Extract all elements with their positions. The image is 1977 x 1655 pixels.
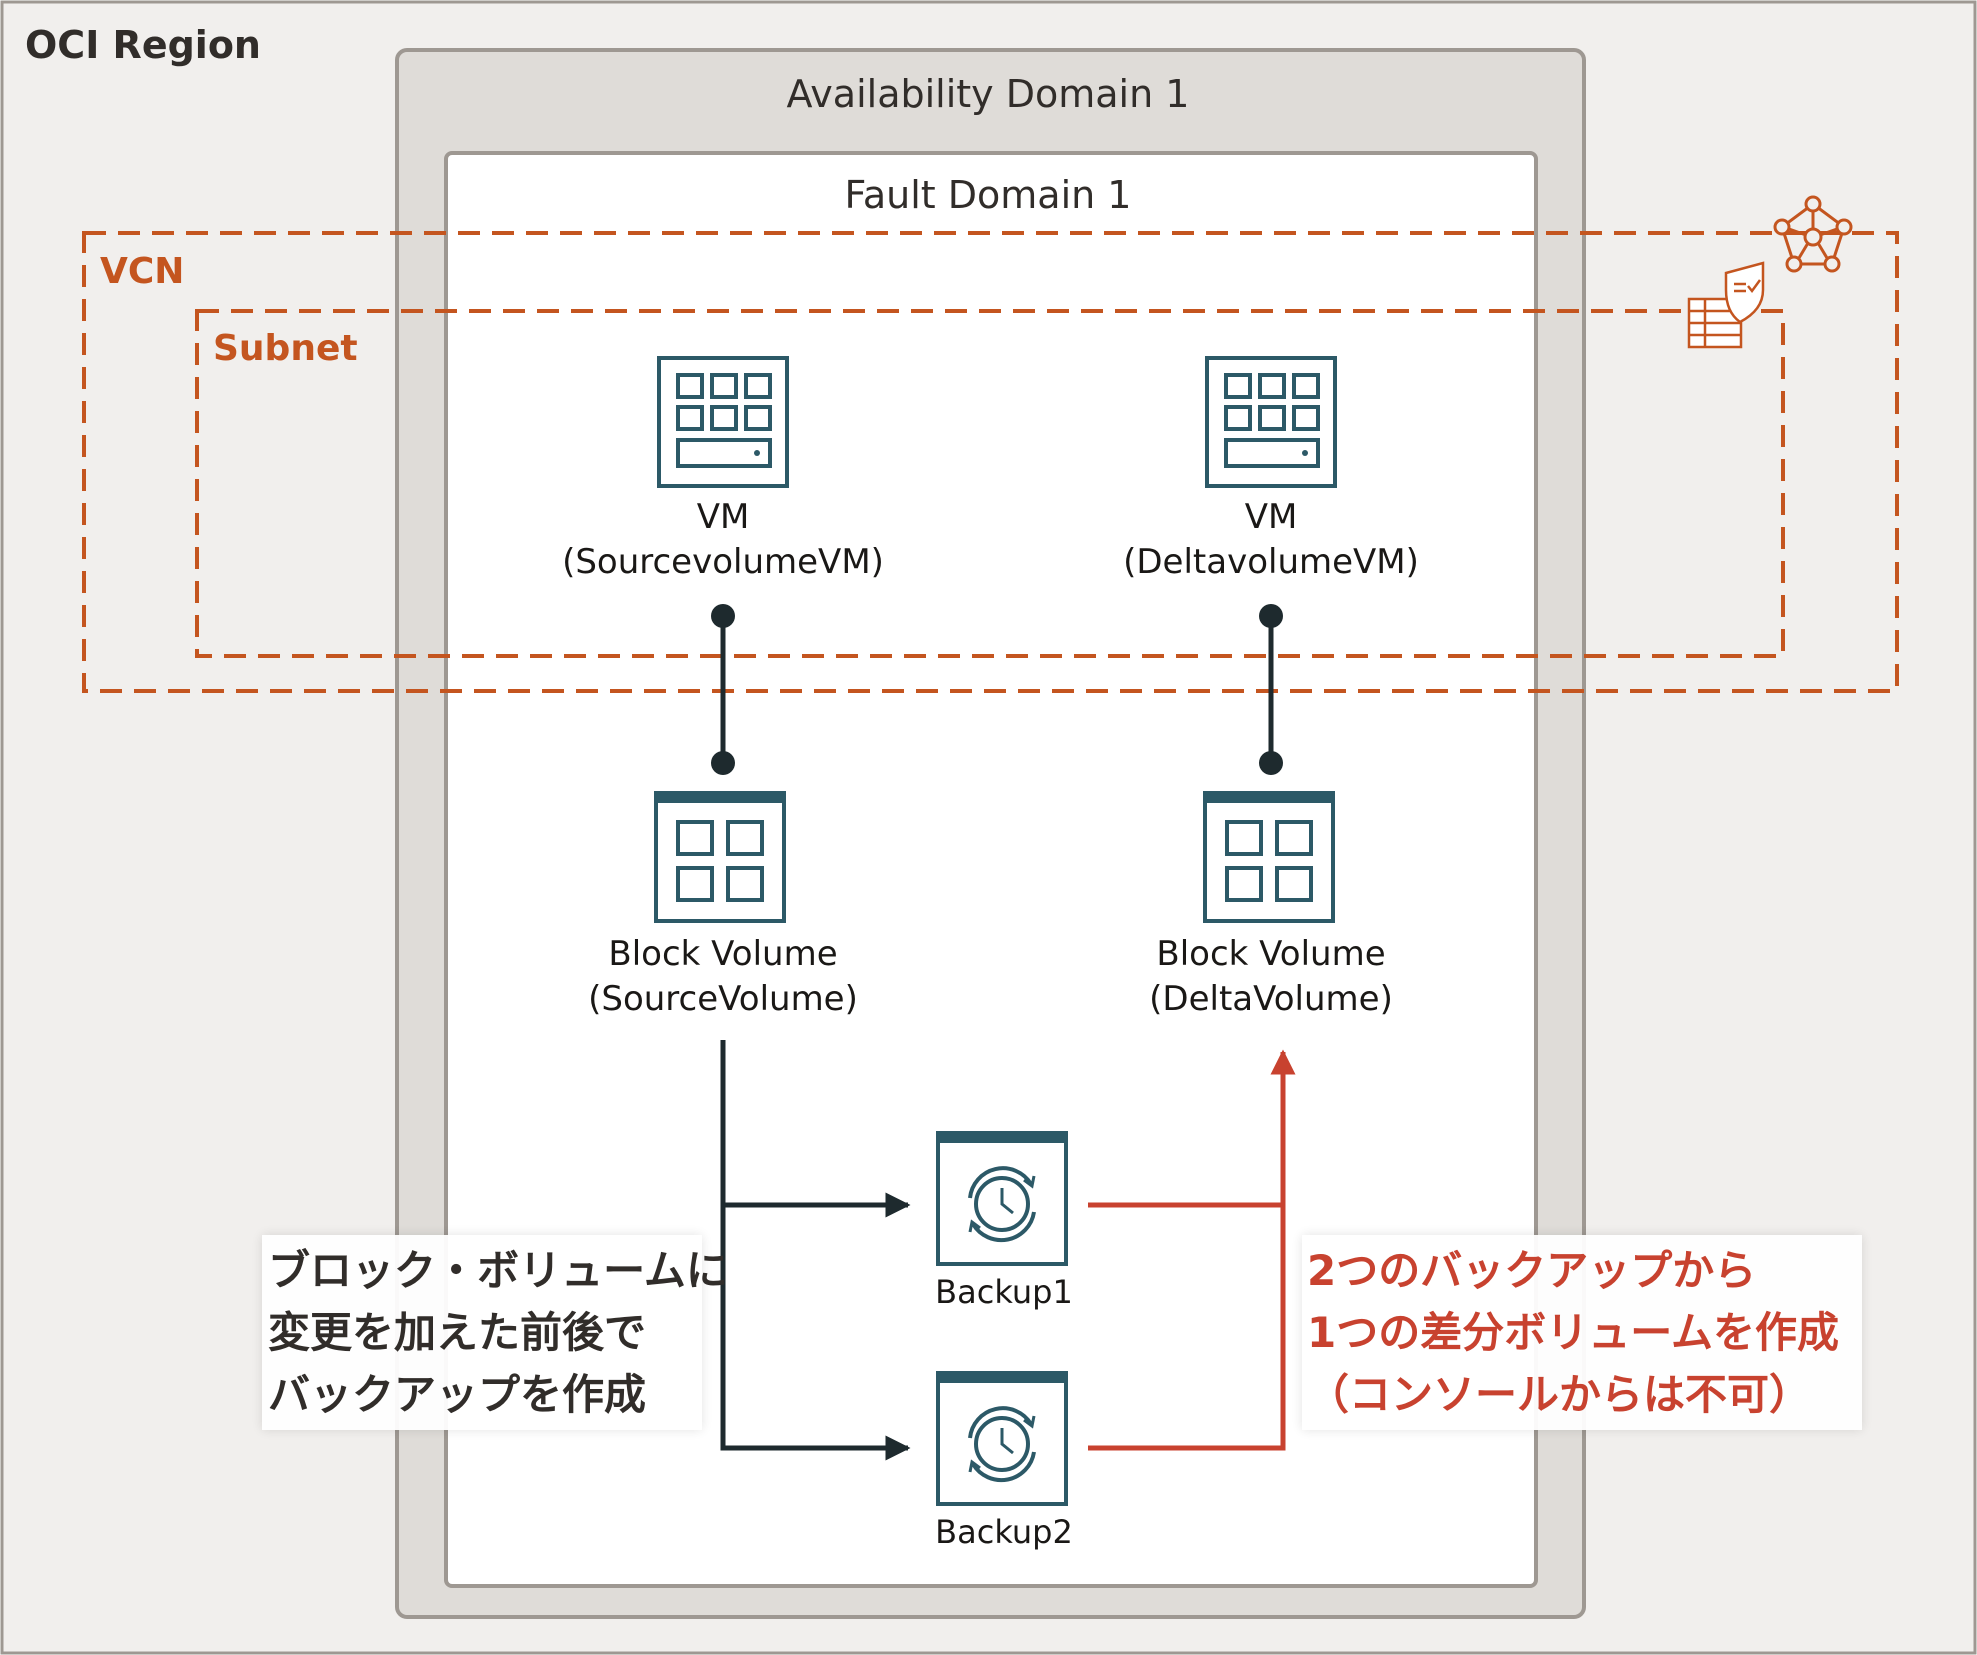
backup-icon (936, 1371, 1068, 1506)
backup1-label: Backup1 (935, 1273, 1073, 1311)
vcn-icon (1773, 195, 1853, 273)
source-vm: VM (SourcevolumeVM) (562, 356, 884, 582)
vcn-box: VCN (82, 195, 1899, 693)
delta-attachment-connector (1259, 604, 1283, 775)
subnet-label: Subnet (213, 328, 358, 369)
delta-vm-label-line1: VM (1245, 497, 1298, 537)
delta-vm-label-line2: (DeltavolumeVM) (1123, 542, 1419, 582)
vm-icon (657, 356, 789, 488)
source-vm-label-line2: (SourcevolumeVM) (562, 542, 884, 582)
note-right-line2: 1つの差分ボリュームを作成 (1307, 1308, 1839, 1357)
backup-flow-connector (720, 1040, 911, 1461)
delta-block-volume: Block Volume (DeltaVolume) (1149, 791, 1393, 1019)
source-volume-label-line1: Block Volume (608, 934, 837, 974)
subnet-box: Subnet (195, 261, 1785, 658)
backup2: Backup2 (935, 1371, 1073, 1551)
note-right-line3: （コンソールからは不可） (1307, 1370, 1811, 1419)
backup-icon (936, 1131, 1068, 1266)
vcn-label: VCN (100, 251, 184, 292)
delta-creation-connector (1088, 1049, 1296, 1451)
note-right-line1: 2つのバックアップから (1307, 1246, 1756, 1295)
annotation-create-delta-volume: 2つのバックアップから 1つの差分ボリュームを作成 （コンソールからは不可） (1302, 1235, 1862, 1430)
source-volume-label-line2: (SourceVolume) (588, 979, 858, 1019)
block-volume-icon (1203, 791, 1335, 923)
vm-icon (1205, 356, 1337, 488)
backup1: Backup1 (935, 1131, 1073, 1311)
availability-domain-label: Availability Domain 1 (787, 72, 1190, 116)
block-volume-icon (654, 791, 786, 923)
note-left-line3: バックアップを作成 (268, 1370, 646, 1419)
region-label: OCI Region (25, 23, 261, 67)
security-list-icon (1687, 261, 1765, 349)
backup2-label: Backup2 (935, 1513, 1073, 1551)
delta-volume-label-line2: (DeltaVolume) (1149, 979, 1393, 1019)
delta-volume-label-line1: Block Volume (1156, 934, 1385, 974)
fault-domain: Fault Domain 1 (444, 151, 1538, 1588)
source-attachment-connector (711, 604, 735, 775)
fault-domain-label: Fault Domain 1 (845, 173, 1132, 217)
note-left-line2: 変更を加えた前後で (268, 1308, 646, 1357)
source-block-volume: Block Volume (SourceVolume) (588, 791, 858, 1019)
annotation-backup-before-after: ブロック・ボリュームに 変更を加えた前後で バックアップを作成 (262, 1235, 728, 1430)
source-vm-label-line1: VM (697, 497, 750, 537)
note-left-line1: ブロック・ボリュームに (268, 1246, 728, 1295)
delta-vm: VM (DeltavolumeVM) (1123, 356, 1419, 582)
